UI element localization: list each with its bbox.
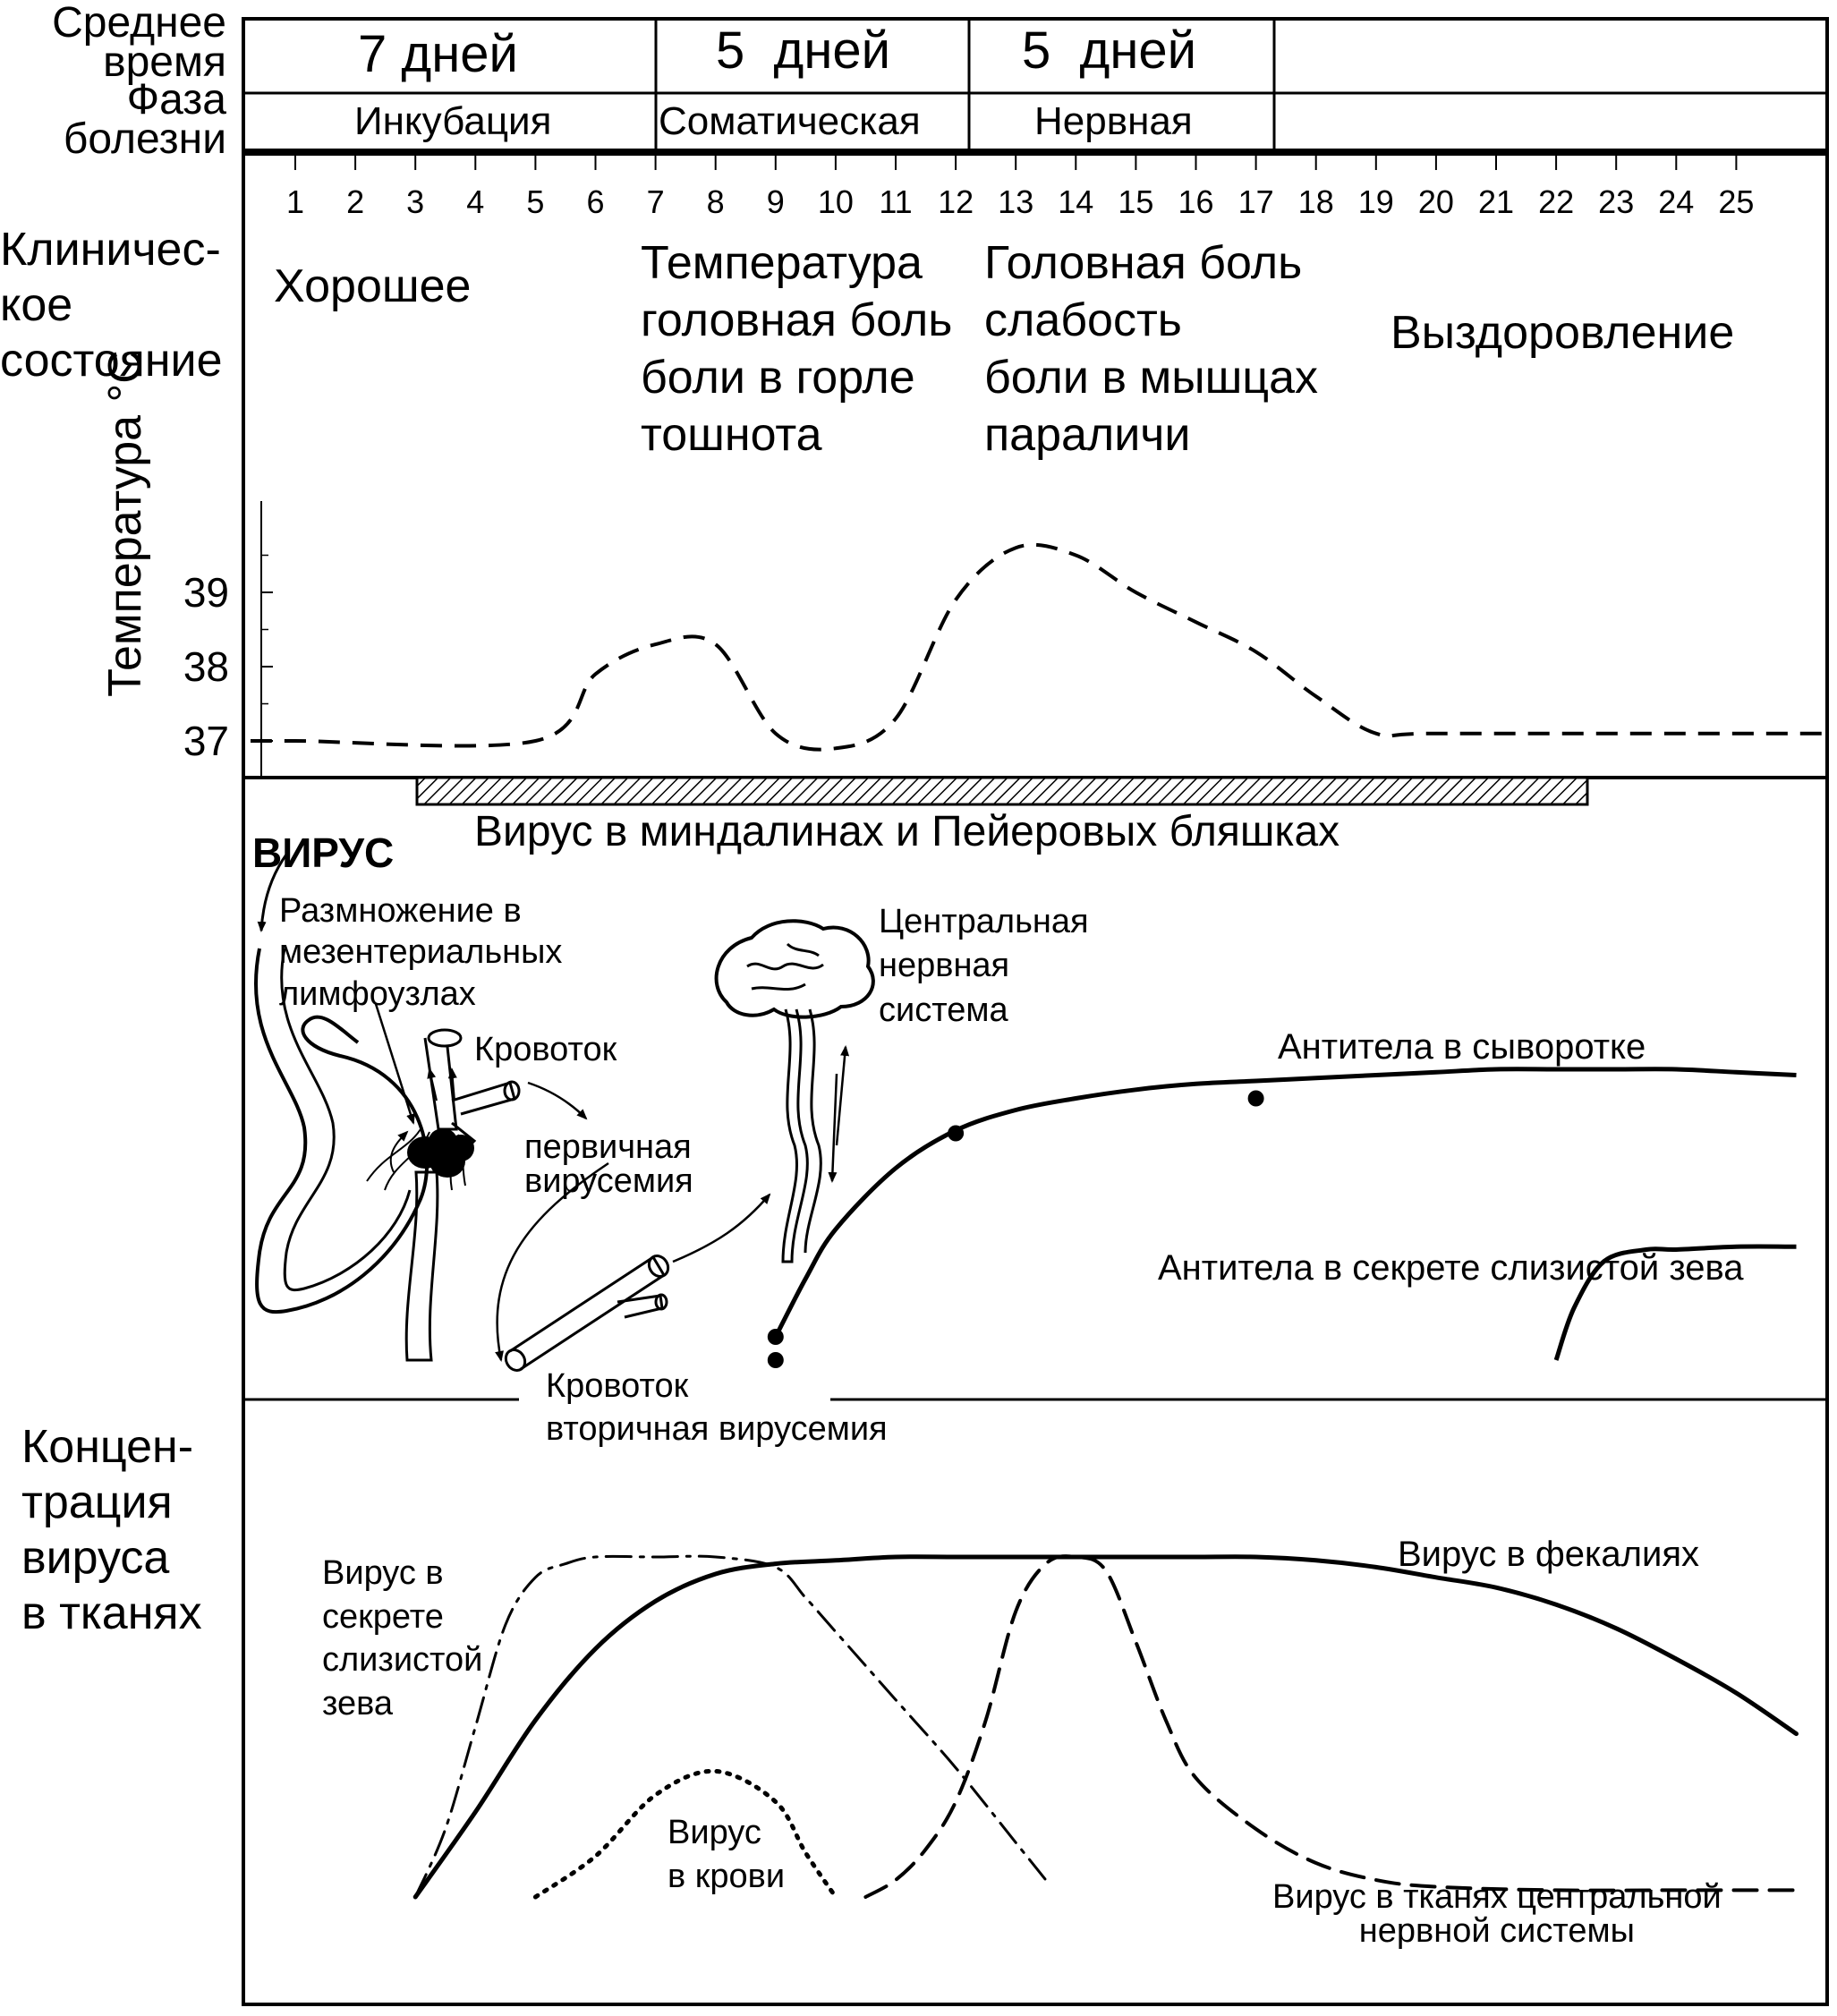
day-label: 6 (586, 183, 604, 220)
cns-virus-label: Вирус в тканях центральной нервной систе… (1272, 1878, 1722, 1950)
feces-virus-label: Вирус в фекалиях (1398, 1535, 1699, 1574)
to-secondary-arrow (495, 1161, 609, 1362)
bloodstream-label-1: Кровоток (474, 1031, 617, 1068)
clinical-state-recovery: Выздоровление (1391, 307, 1735, 359)
mesenteric-vessel (404, 1170, 439, 1362)
clinical-state-somatic: Температура головная боль боли в горле т… (641, 237, 953, 461)
lymph-arrow-2 (389, 1130, 409, 1173)
avg-time-label: Среднее время (52, 0, 226, 86)
blood-virus-label: Вирус в крови (668, 1814, 786, 1895)
phase-somatic: Соматическая (659, 99, 921, 143)
day-label: 21 (1478, 183, 1514, 220)
day-label: 19 (1358, 183, 1394, 220)
day-label: 11 (879, 183, 912, 220)
temp-tick-label: 38 (183, 643, 229, 690)
antibody-sample-point (767, 1352, 784, 1368)
day-label: 16 (1178, 183, 1213, 220)
tonsils-bar-label: Вирус в миндалинах и Пейеровых бляшках (474, 808, 1340, 855)
lymph-arrow-4 (447, 1068, 457, 1102)
mucosal-antibodies-label: Антитела в секрете слизистой зева (1158, 1248, 1744, 1288)
day-label: 24 (1658, 183, 1694, 220)
throat-virus-label: Вирус в секрете слизистой зева (322, 1554, 483, 1723)
day-label: 8 (707, 183, 725, 220)
to-cns-arrow (672, 1193, 771, 1263)
serum-antibodies-label: Антитела в сыворотке (1278, 1027, 1646, 1067)
lymph-vessels (366, 1128, 466, 1191)
feces-virus-curve (412, 1554, 1799, 1900)
day-label: 3 (406, 183, 424, 220)
lymph-node-icon (407, 1128, 474, 1178)
virus-entry-arrow (257, 854, 288, 932)
day-label: 18 (1298, 183, 1334, 220)
day-label: 1 (286, 183, 304, 220)
clinical-state-neural: Головная боль слабость боли в мышцах пар… (984, 237, 1319, 461)
bloodstream-label-2: Кровоток (546, 1367, 689, 1405)
day-label: 13 (998, 183, 1033, 220)
outer-frame (242, 17, 1829, 2006)
day-label: 12 (938, 183, 974, 220)
cns-arrow-up (835, 1045, 850, 1146)
primary-viremia-arrow (527, 1081, 588, 1120)
clinical-state-good: Хорошее (274, 260, 472, 312)
day-label: 9 (767, 183, 785, 220)
phase-neural: Нервная (1034, 99, 1193, 143)
throat-virus-curve (413, 1554, 1048, 1899)
secondary-viremia-label: вторичная вирусемия (546, 1410, 888, 1448)
serum-antibodies-curve (773, 1067, 1797, 1339)
primary-viremia-label: первичная вирусемия (524, 1128, 693, 1200)
concentration-label: Концен- трация вируса в тканях (21, 1421, 202, 1639)
temperature-curve (250, 542, 1827, 752)
antibody-sample-point (767, 1329, 784, 1345)
day-label: 17 (1238, 183, 1274, 220)
day-label: 5 (526, 183, 544, 220)
mucosal-antibodies-curve (1553, 1244, 1797, 1361)
bloodstream-vessel-icon-1 (423, 1028, 521, 1153)
antibody-sample-point (1247, 1090, 1264, 1107)
day-label: 7 (647, 183, 665, 220)
temp-tick-label: 39 (183, 569, 229, 616)
day-label: 22 (1538, 183, 1574, 220)
disease-phase-label: Фаза болезни (63, 76, 226, 163)
cns-label: Центральная нервная система (879, 903, 1089, 1029)
temperature-axis: 37 38 39 (183, 501, 273, 778)
phase-incubation: Инкубация (354, 99, 552, 143)
duration-neural: 5 дней (1022, 21, 1197, 80)
multiplication-label: Размножение в мезентериальных лимфоузлах (279, 892, 563, 1013)
bloodstream-vessel-icon-2 (504, 1255, 670, 1372)
day-label: 14 (1058, 183, 1093, 220)
cns-virus-curve (863, 1554, 1799, 1899)
spinal-cord-icon (781, 1008, 822, 1263)
lymph-arrow-3 (427, 1068, 438, 1102)
intestine-icon (253, 948, 429, 1314)
brain-icon (714, 919, 875, 1019)
day-label: 25 (1718, 183, 1754, 220)
intestine-inner (280, 948, 412, 1292)
day-label: 4 (466, 183, 484, 220)
clinical-state-label: Клиничес- кое состояние (0, 224, 223, 387)
cns-arrow-down (828, 1073, 838, 1183)
day-label: 20 (1418, 183, 1454, 220)
day-label: 10 (818, 183, 854, 220)
duration-somatic: 5 дней (716, 21, 891, 80)
day-label: 23 (1598, 183, 1634, 220)
duration-incubation: 7 дней (358, 25, 518, 83)
virus-concentration-curves (412, 1554, 1799, 1900)
day-label: 15 (1118, 183, 1153, 220)
temp-tick-label: 37 (183, 718, 229, 764)
antibody-curves (767, 1067, 1797, 1368)
lymph-arrow-1 (374, 1003, 415, 1125)
antibody-sample-point (948, 1125, 965, 1142)
day-label: 2 (346, 183, 364, 220)
tonsils-bar (415, 776, 1589, 806)
virus-label: ВИРУС (252, 829, 395, 876)
